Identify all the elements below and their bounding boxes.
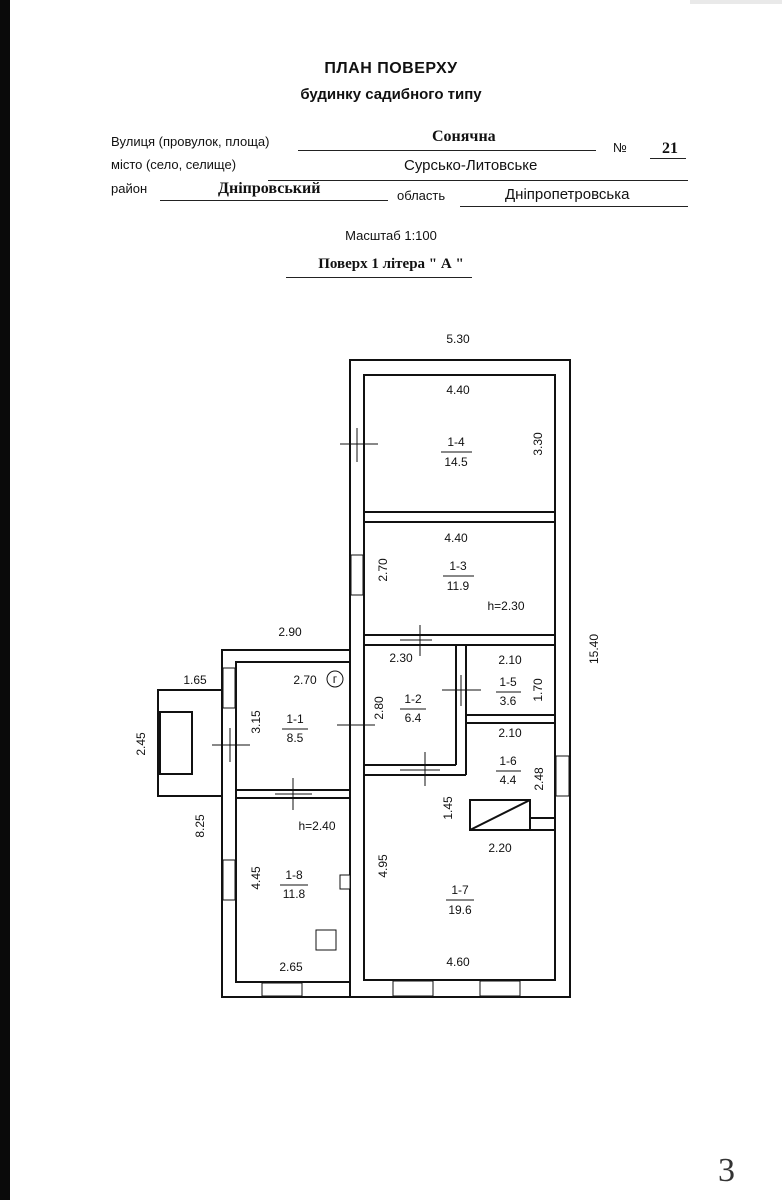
dim-room-11-depth: 3.15 xyxy=(249,710,263,734)
window-18-bottom xyxy=(261,982,303,997)
dim-porch-depth: 2.45 xyxy=(134,732,148,756)
dim-length-right: 15.40 xyxy=(587,634,601,664)
dim-room-11-width: 2.70 xyxy=(293,673,317,687)
dim-room-16-width: 2.10 xyxy=(498,726,522,740)
city-value: Сурсько-Литовське xyxy=(404,157,538,174)
dim-width-top: 5.30 xyxy=(446,332,470,346)
window-17-a xyxy=(392,980,434,997)
room-12-area: 6.4 xyxy=(405,711,422,725)
floor-label-underline xyxy=(286,277,472,278)
room-18-area: 11.8 xyxy=(283,887,306,901)
room-17-area: 19.6 xyxy=(448,903,472,917)
room-14-area: 14.5 xyxy=(444,455,468,469)
city-label: місто (село, селище) xyxy=(111,157,237,172)
dim-annex-length: 8.25 xyxy=(193,814,207,838)
dim-porch-width: 1.65 xyxy=(183,673,207,687)
district-value: Дніпровський xyxy=(218,180,321,197)
number-label: № xyxy=(613,140,627,155)
dim-room-16-depth: 2.48 xyxy=(532,767,546,791)
room-18-id: 1-8 xyxy=(285,868,303,882)
room-11-area: 8.5 xyxy=(287,731,304,745)
heater-icon xyxy=(339,874,351,890)
number-underline xyxy=(650,158,686,159)
region-label: область xyxy=(397,188,446,203)
room-16-area: 4.4 xyxy=(500,773,517,787)
room-15-area: 3.6 xyxy=(500,694,517,708)
room-11-id: 1-1 xyxy=(286,712,304,726)
porch-outline xyxy=(157,689,222,797)
stair xyxy=(469,799,531,831)
page-edge-top xyxy=(690,0,782,4)
dim-annex-width: 2.90 xyxy=(278,625,302,639)
dim-room-14-width: 4.40 xyxy=(446,383,470,397)
window-13 xyxy=(350,554,364,596)
gas-symbol-icon xyxy=(326,670,344,688)
district-label: район xyxy=(111,181,148,196)
document-subtitle: будинку садибного типу xyxy=(300,86,482,103)
window-16 xyxy=(555,755,570,797)
city-underline xyxy=(268,180,688,181)
dim-room-12-width: 2.30 xyxy=(389,651,413,665)
window-11 xyxy=(222,667,236,709)
room-13-id: 1-3 xyxy=(449,559,467,573)
region-underline xyxy=(460,206,688,207)
floor-label: Поверх 1 літера " А " xyxy=(318,256,464,272)
room-16-id: 1-6 xyxy=(499,754,517,768)
dim-room-15-width: 2.10 xyxy=(498,653,522,667)
main-outer-wall xyxy=(349,359,571,998)
room-14-id: 1-4 xyxy=(447,435,465,449)
room-15-id: 1-5 xyxy=(499,675,517,689)
room-17-id: 1-7 xyxy=(451,883,469,897)
page-edge-shadow xyxy=(0,0,10,1200)
street-underline xyxy=(298,150,596,151)
porch-steps xyxy=(159,711,193,775)
region-value: Дніпропетровська xyxy=(505,186,630,203)
dim-room-13-width: 4.40 xyxy=(444,531,468,545)
dim-room-15-depth: 1.70 xyxy=(531,678,545,702)
page-number: 3 xyxy=(718,1152,735,1189)
dim-room-12-depth: 2.80 xyxy=(372,696,386,720)
dim-room-14-depth: 3.30 xyxy=(531,432,545,456)
room-13-height: h=2.30 xyxy=(487,599,524,613)
dim-room-17-depth: 4.95 xyxy=(376,854,390,878)
room-18-height: h=2.40 xyxy=(298,819,335,833)
dim-stair-depth: 1.45 xyxy=(441,796,455,820)
dim-room-18-width: 2.65 xyxy=(279,960,303,974)
stove-icon xyxy=(315,929,337,951)
dim-room-13-depth: 2.70 xyxy=(376,558,390,582)
dim-room-18-depth: 4.45 xyxy=(249,866,263,890)
street-value: Сонячна xyxy=(432,128,496,145)
gas-symbol-label: г xyxy=(333,672,338,686)
room-12-id: 1-2 xyxy=(404,692,422,706)
document-title: ПЛАН ПОВЕРХУ xyxy=(324,60,458,77)
annex-inner-wall xyxy=(235,661,350,983)
main-inner-wall xyxy=(363,374,556,981)
window-18 xyxy=(222,859,236,901)
dim-stair-width: 2.20 xyxy=(488,841,512,855)
window-17-b xyxy=(479,980,521,997)
stair-diagonal xyxy=(469,799,531,831)
scale-text: Масштаб 1:100 xyxy=(345,228,437,243)
number-value: 21 xyxy=(662,140,678,157)
annex-outer-wall xyxy=(221,649,350,998)
room-13-area: 11.9 xyxy=(447,579,470,593)
street-label: Вулиця (провулок, площа) xyxy=(111,134,270,149)
dim-room-17-width: 4.60 xyxy=(446,955,470,969)
district-underline xyxy=(160,200,388,201)
